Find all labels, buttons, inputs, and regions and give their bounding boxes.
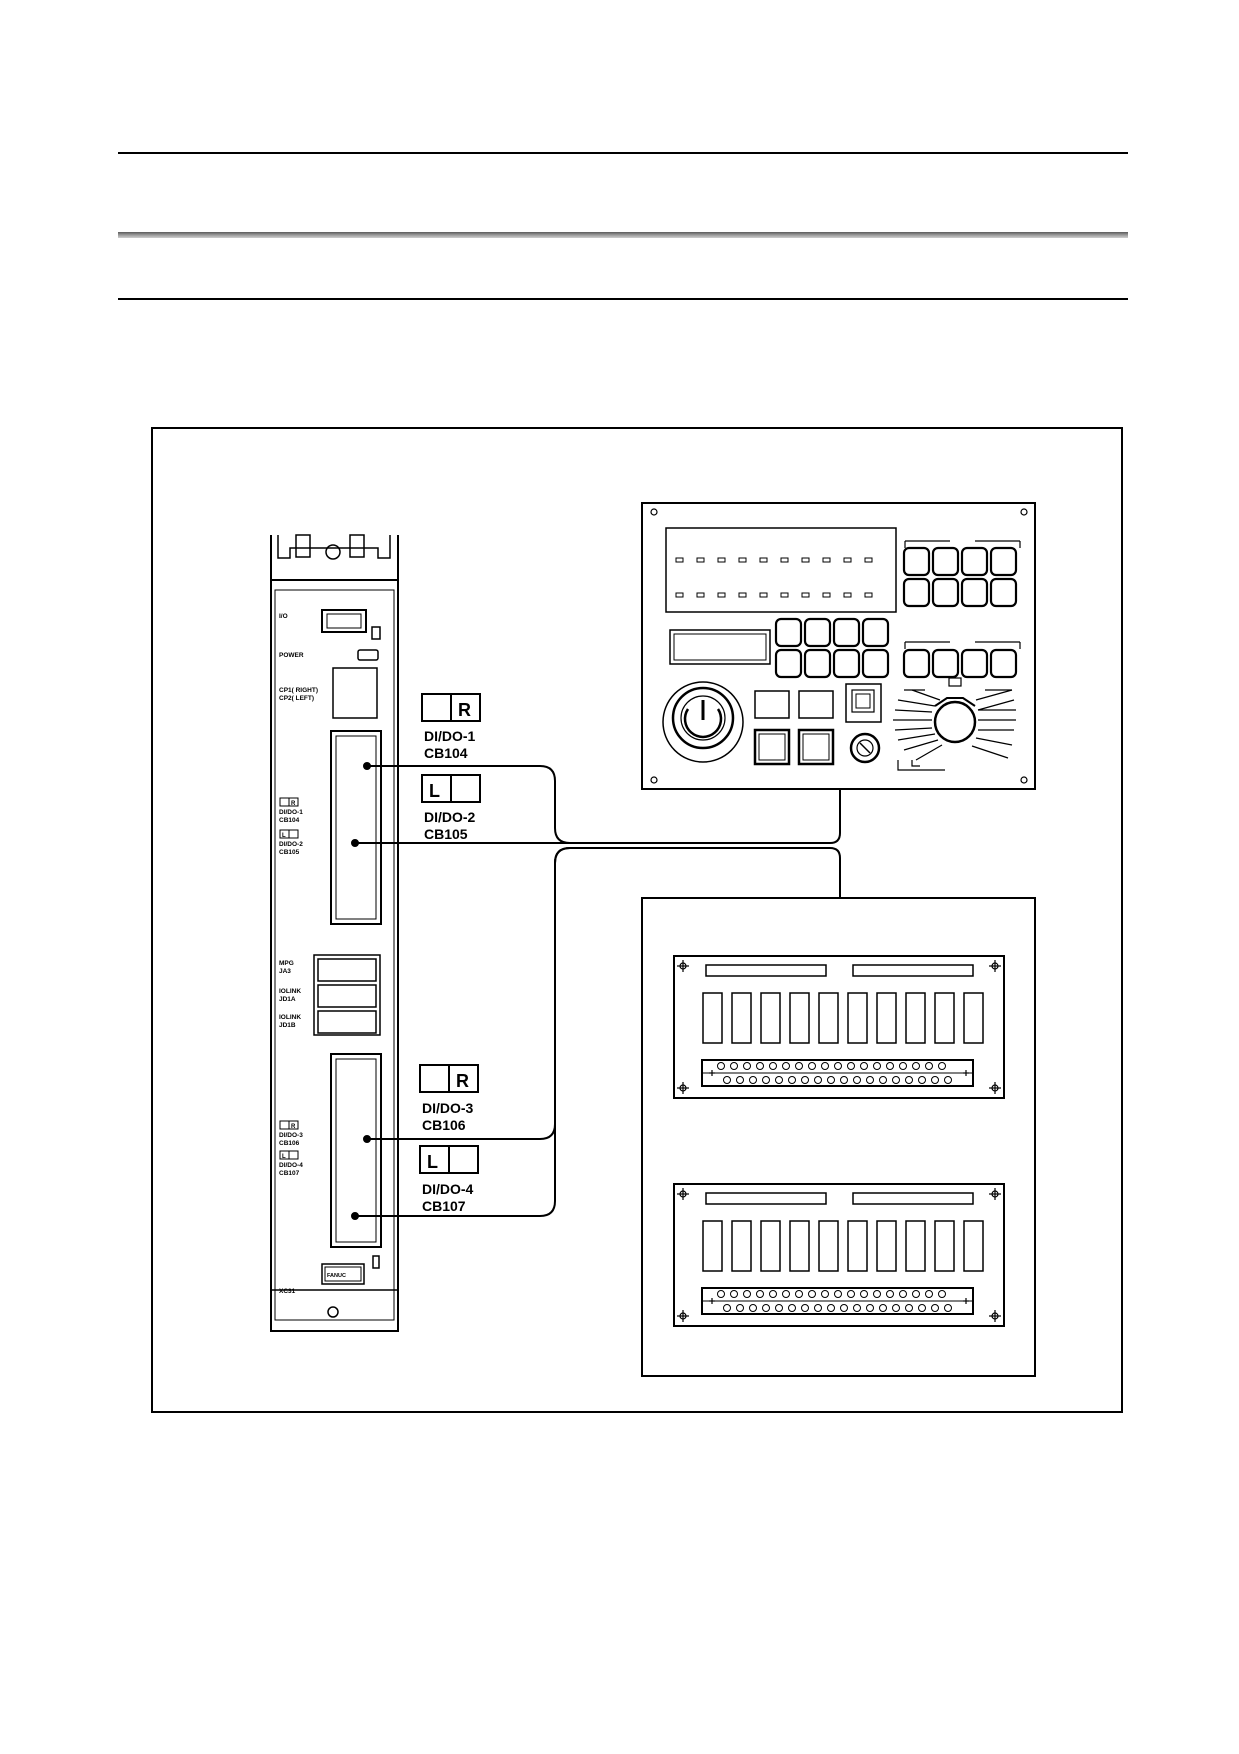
emergency-stop [662,681,744,763]
jd1a-label: JD1A [279,996,296,1003]
rotary-selector [893,677,1016,771]
module-di2-label: DI/DO-2 [279,841,303,848]
led-indicators [675,557,873,598]
module-cb106-label: CB106 [279,1140,300,1147]
header-rule-shaded [118,232,1128,238]
tag-box-di3 [419,1064,479,1093]
jd1b-label: JD1B [279,1022,296,1029]
io-label: I/O [279,613,288,620]
mini-tag-r2: R [291,1124,296,1130]
module-cb107-label: CB107 [279,1170,300,1177]
connector-cb106: CB106 [422,1117,466,1133]
port-di1: DI/DO-1 [424,728,476,744]
panel-connector [845,683,882,723]
relay-row-1 [702,992,984,1044]
led-window [665,527,897,613]
connector-cb107: CB107 [422,1198,466,1214]
cable-cb107 [355,847,841,1217]
panel-screws [650,508,1028,784]
cp2-label: CP2( LEFT) [279,695,314,702]
port-di2: DI/DO-2 [424,809,476,825]
cable-cb104 [367,765,571,844]
screw-terminals-2 [717,1290,952,1312]
figure-frame [151,427,1123,1413]
module-di3-label: DI/DO-3 [279,1132,303,1139]
tag-di2: L [429,781,440,801]
mount-holes-2 [677,1188,1001,1322]
port-di3: DI/DO-3 [422,1100,474,1116]
tag-box-di4 [419,1145,479,1174]
mini-tag-l2: L [282,1154,286,1160]
mini-tag-l1: L [282,833,286,839]
key-switch [849,732,881,764]
tag-di3: R [456,1071,469,1091]
tag-di4: L [427,1152,438,1172]
tag-di1: R [458,700,471,720]
iolink1-label: IOLINK [279,988,301,995]
module-cb105-label: CB105 [279,849,300,856]
fanuc-logo: FANUC [327,1273,346,1279]
cables [351,762,841,1220]
tag-box-di2 [421,774,481,803]
power-label: POWER [279,652,304,659]
key-row-lower-right [902,648,1018,679]
screw-terminals-1 [717,1062,952,1084]
terminal-enclosure [641,897,1036,1377]
connection-labels: R DI/DO-1 CB104 L DI/DO-2 CB105 R DI/DO-… [419,693,481,1214]
square-buttons [753,690,835,766]
iolink2-label: IOLINK [279,1014,301,1021]
tag-box-di1 [421,693,481,722]
ja3-label: JA3 [279,968,291,975]
port-di4: DI/DO-4 [422,1181,474,1197]
model-label: XC31 [279,1288,296,1295]
terminal-unit-1 [673,955,1005,1099]
terminal-unit-2 [673,1183,1005,1327]
display-window [669,629,771,665]
io-module [270,534,399,1332]
relay-row-2 [702,1220,984,1272]
module-di4-label: DI/DO-4 [279,1162,303,1169]
module-cb104-label: CB104 [279,817,300,824]
operator-panel [641,502,1036,790]
key-grid-upper-right [902,546,1018,608]
key-grid-center [774,617,890,679]
cp1-label: CP1( RIGHT) [279,687,318,694]
cable-cb105 [355,789,841,844]
header-rule-bottom [118,298,1128,300]
module-di1-label: DI/DO-1 [279,809,303,816]
mini-tag-r1: R [291,801,296,807]
connector-cb105: CB105 [424,826,468,842]
connector-cb104: CB104 [424,745,468,761]
mpg-label: MPG [279,960,294,967]
header-rule-top [118,152,1128,154]
mount-holes-1 [677,960,1001,1094]
